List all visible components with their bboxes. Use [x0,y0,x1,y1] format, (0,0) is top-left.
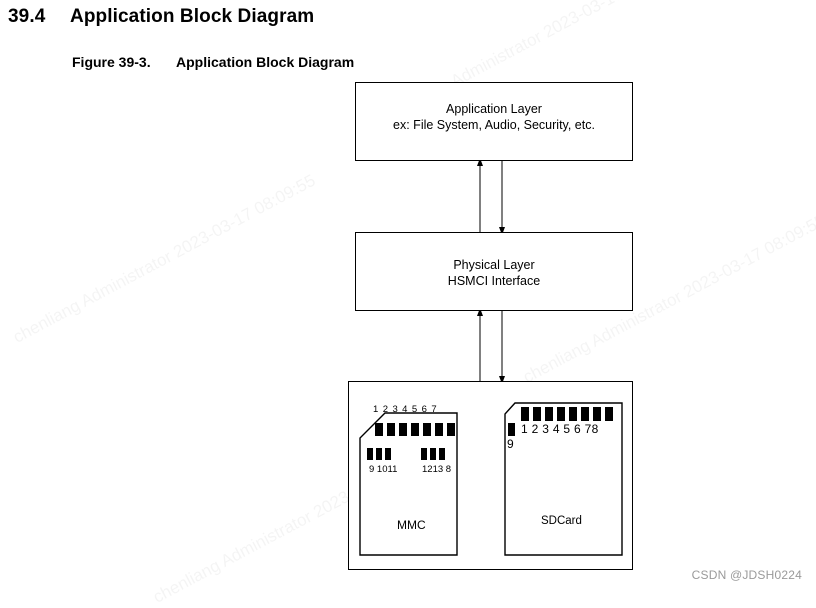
sdcard-pin-9-label: 9 [507,437,514,451]
physical-layer-block: Physical Layer HSMCI Interface [355,232,633,311]
mmc-card-outline [359,412,459,557]
physical-layer-subtitle: HSMCI Interface [447,274,541,288]
section-number: 39.4 [8,6,46,27]
section-heading: 39.4 Application Block Diagram [8,6,314,28]
section-title: Application Block Diagram [70,6,315,27]
application-layer-block: Application Layer ex: File System, Audio… [355,82,633,161]
mmc-right-pin-numbers: 1213 8 [422,464,452,475]
application-layer-title: Application Layer [446,102,542,116]
memory-cards-block: 1 2 3 4 5 6 7 9 1011 1213 8 MMC 1 2 3 4 … [348,381,633,570]
sdcard-outline [504,402,624,557]
mmc-top-pins [375,423,456,437]
figure-title: Application Block Diagram [176,54,355,70]
mmc-left-pin-numbers: 9 1011 [369,464,398,475]
mmc-lower-left-pins [367,448,392,461]
sdcard-pin-numbers: 1 2 3 4 5 6 78 [521,422,599,436]
physical-layer-title: Physical Layer [453,258,535,272]
credit-watermark: CSDN @JDSH0224 [691,568,802,582]
figure-caption: Figure 39-3. Application Block Diagram [72,54,354,70]
sdcard-label: SDCard [541,515,582,527]
sdcard-pin-9 [508,423,516,437]
cards-drawing [359,402,624,557]
sdcard-top-pins [521,407,614,422]
connector-arrows [477,158,505,384]
mmc-top-pin-numbers: 1 2 3 4 5 6 7 [373,404,438,415]
mmc-label: MMC [397,518,426,532]
application-layer-subtitle: ex: File System, Audio, Security, etc. [393,118,595,132]
figure-number: Figure 39-3. [72,54,151,70]
mmc-lower-right-pins [421,448,446,461]
